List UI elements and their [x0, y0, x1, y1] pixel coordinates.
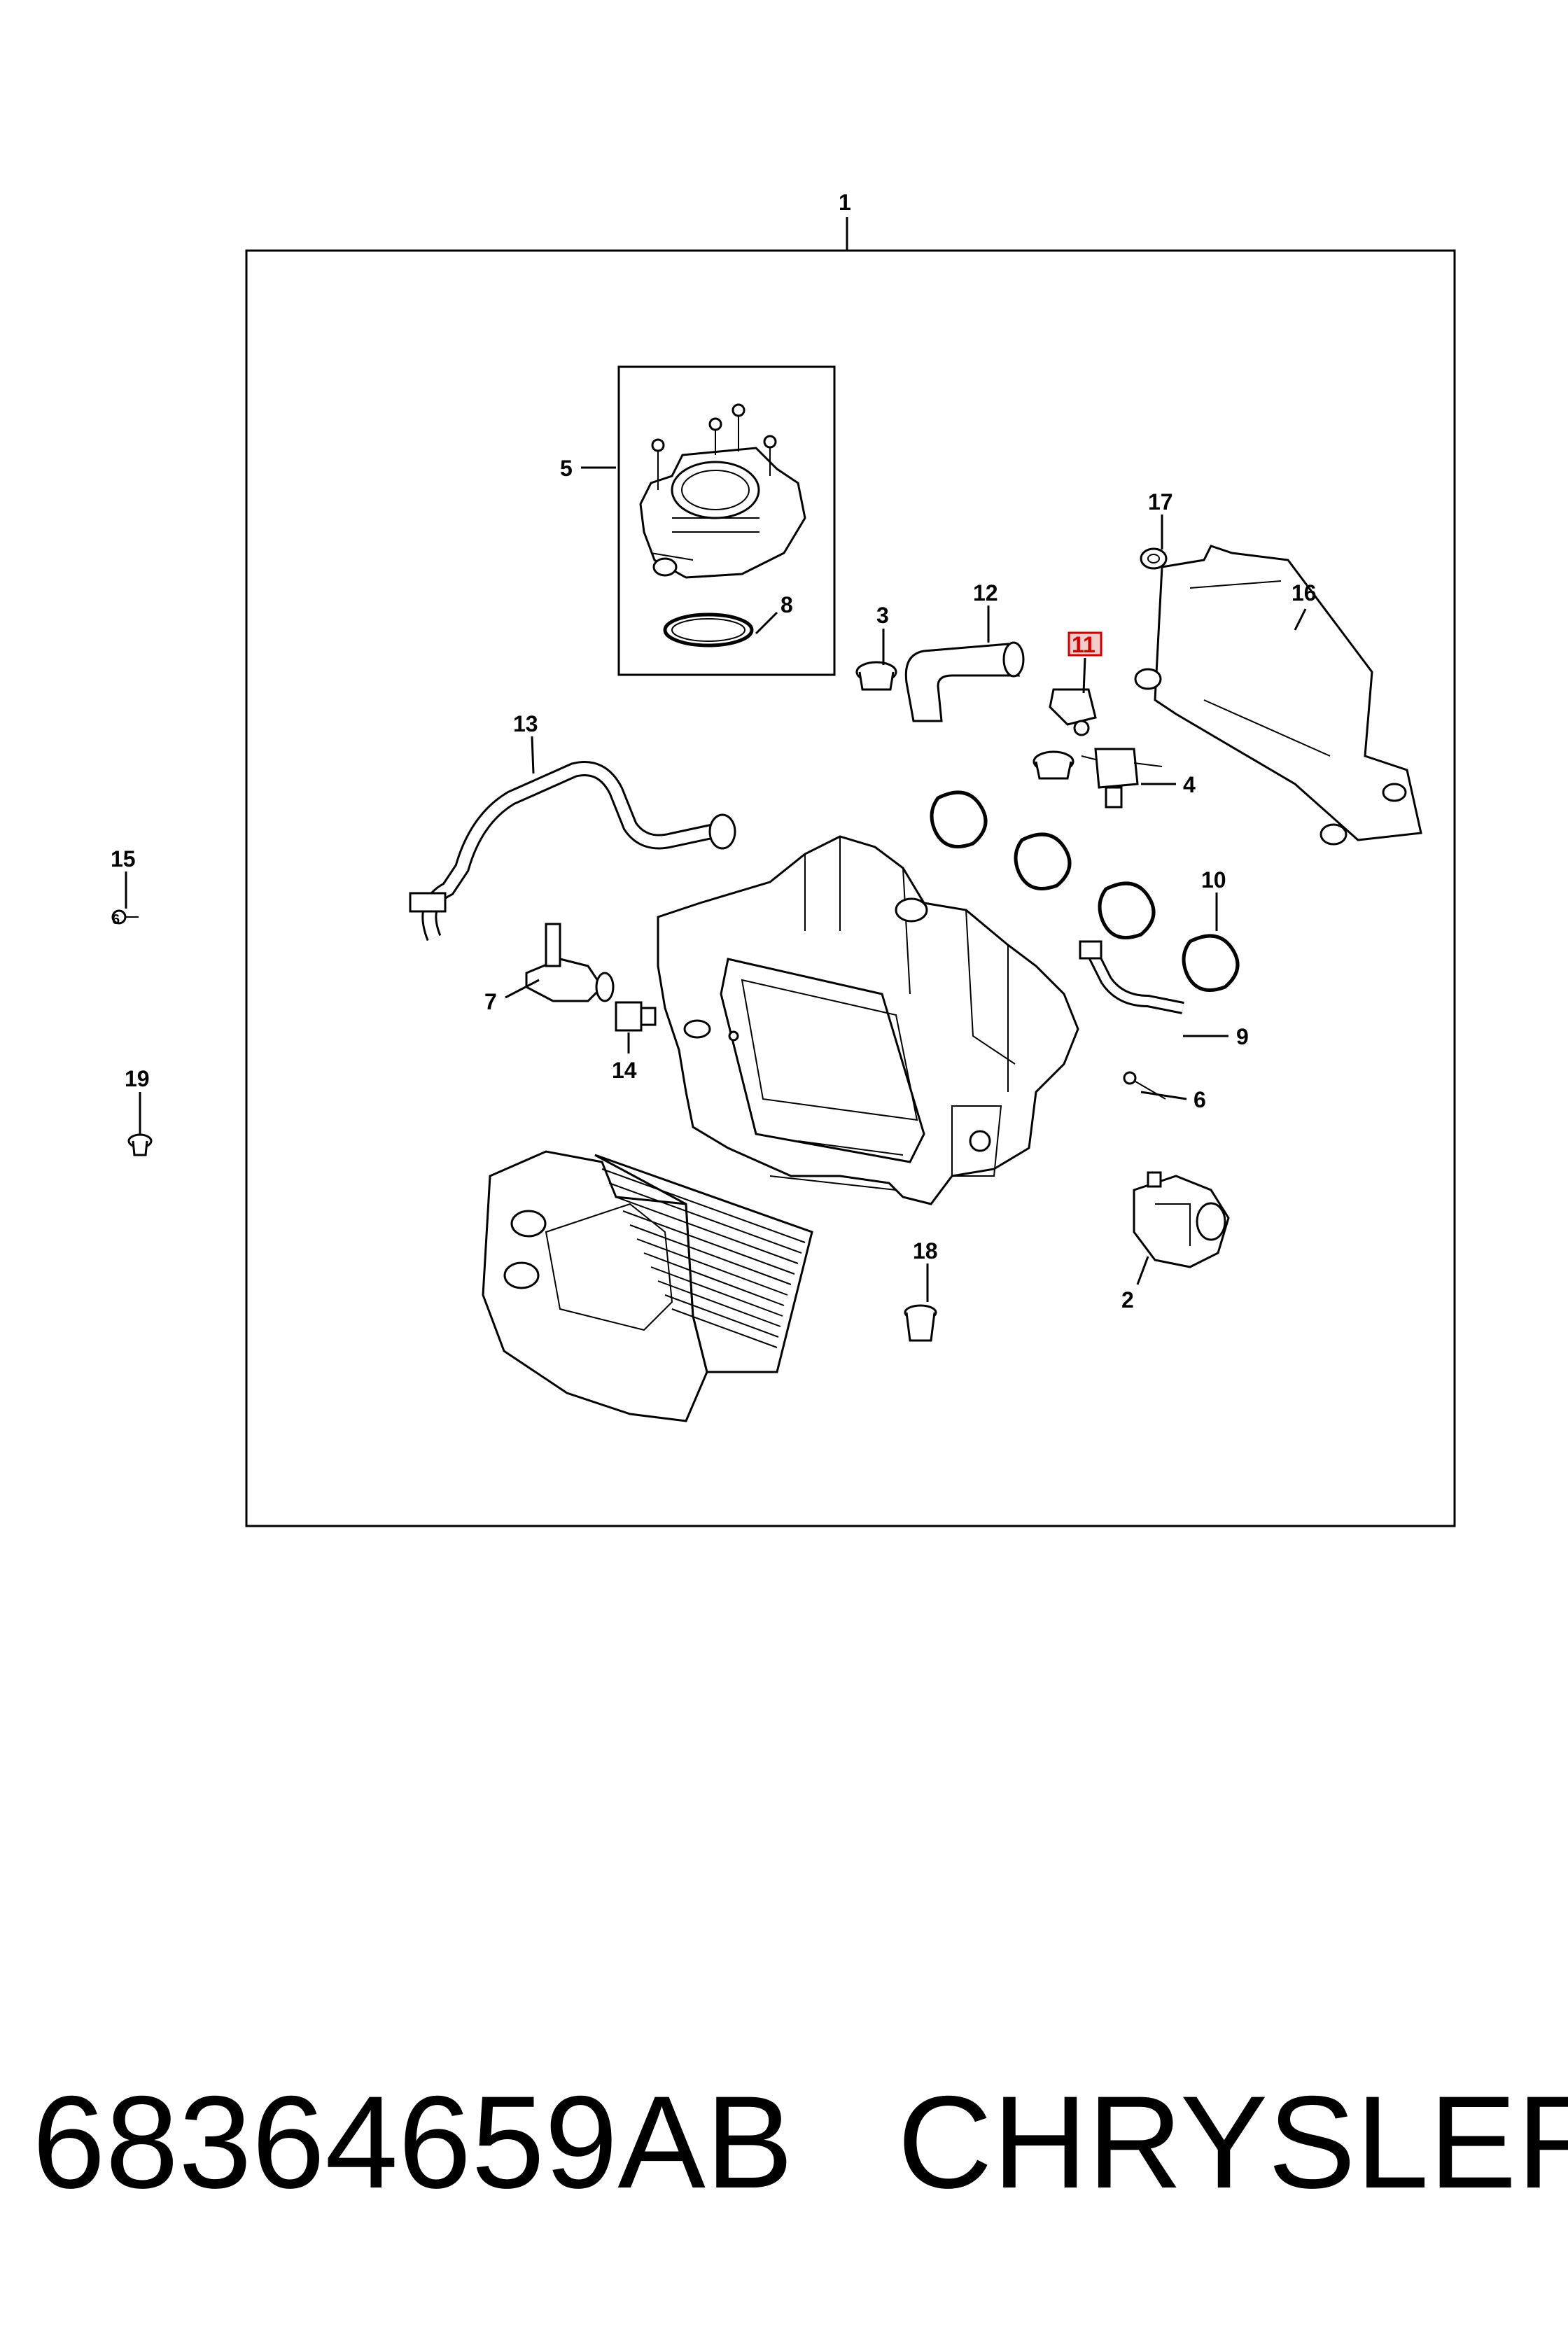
bolt-6-left — [728, 1030, 739, 1042]
part-number: 68364659AB — [32, 2068, 794, 2216]
callout-19[interactable]: 19 — [125, 1066, 150, 1091]
purge-valve-4 — [1081, 748, 1163, 808]
callout-7[interactable]: 7 — [484, 989, 497, 1014]
callout-14[interactable]: 14 — [612, 1058, 637, 1083]
intake-gasket-mid — [1014, 832, 1072, 890]
temp-sensor-14 — [615, 1001, 657, 1032]
callout-13[interactable]: 13 — [513, 711, 538, 736]
callout-10[interactable]: 10 — [1201, 867, 1226, 892]
callout-9[interactable]: 9 — [1236, 1024, 1249, 1049]
fastener-15 — [111, 909, 139, 925]
assembly-frame — [245, 249, 1456, 1527]
callout-18[interactable]: 18 — [913, 1238, 938, 1264]
callout-11[interactable]: 11 — [1072, 632, 1096, 657]
charge-air-cooler — [482, 1150, 813, 1422]
bolt-19 — [127, 1133, 153, 1156]
intake-manifold — [657, 835, 1079, 1205]
callout-5[interactable]: 5 — [560, 456, 573, 481]
elbow-hose-12 — [904, 641, 1025, 722]
map-sensor-11 — [1049, 688, 1097, 736]
callout-1[interactable]: 1 — [839, 190, 851, 215]
callout-15[interactable]: 15 — [111, 846, 136, 872]
insert-18 — [904, 1304, 937, 1342]
plug-4 — [1032, 750, 1074, 780]
grommet-17 — [1140, 547, 1168, 570]
brand-name: CHRYSLER — [897, 2068, 1568, 2216]
throttle-gasket — [663, 612, 754, 648]
callout-12[interactable]: 12 — [973, 580, 998, 606]
callout-6b[interactable]: 6 — [1194, 1087, 1206, 1112]
thermostat-housing-2 — [1133, 1171, 1230, 1268]
throttle-body-inset — [617, 365, 836, 676]
bolt-6-right — [1123, 1071, 1166, 1100]
callout-11-highlight — [1068, 631, 1102, 657]
intake-gasket-left — [930, 790, 988, 848]
callout-6a[interactable]: 6 — [112, 912, 120, 927]
callout-3[interactable]: 3 — [876, 603, 889, 628]
plug-3 — [855, 661, 897, 691]
gasket-10 — [1182, 934, 1240, 992]
callout-4[interactable]: 4 — [1183, 772, 1196, 797]
bracket-16 — [1134, 545, 1422, 846]
hose-13 — [409, 761, 736, 941]
callout-8[interactable]: 8 — [780, 592, 793, 617]
callout-17[interactable]: 17 — [1148, 489, 1173, 514]
intake-gasket-right — [1098, 881, 1156, 939]
callout-2[interactable]: 2 — [1121, 1287, 1134, 1312]
callout-16[interactable]: 16 — [1292, 580, 1317, 606]
throttle-body — [639, 403, 806, 579]
fitting-7 — [525, 923, 615, 1002]
hose-9 — [1079, 940, 1184, 1014]
